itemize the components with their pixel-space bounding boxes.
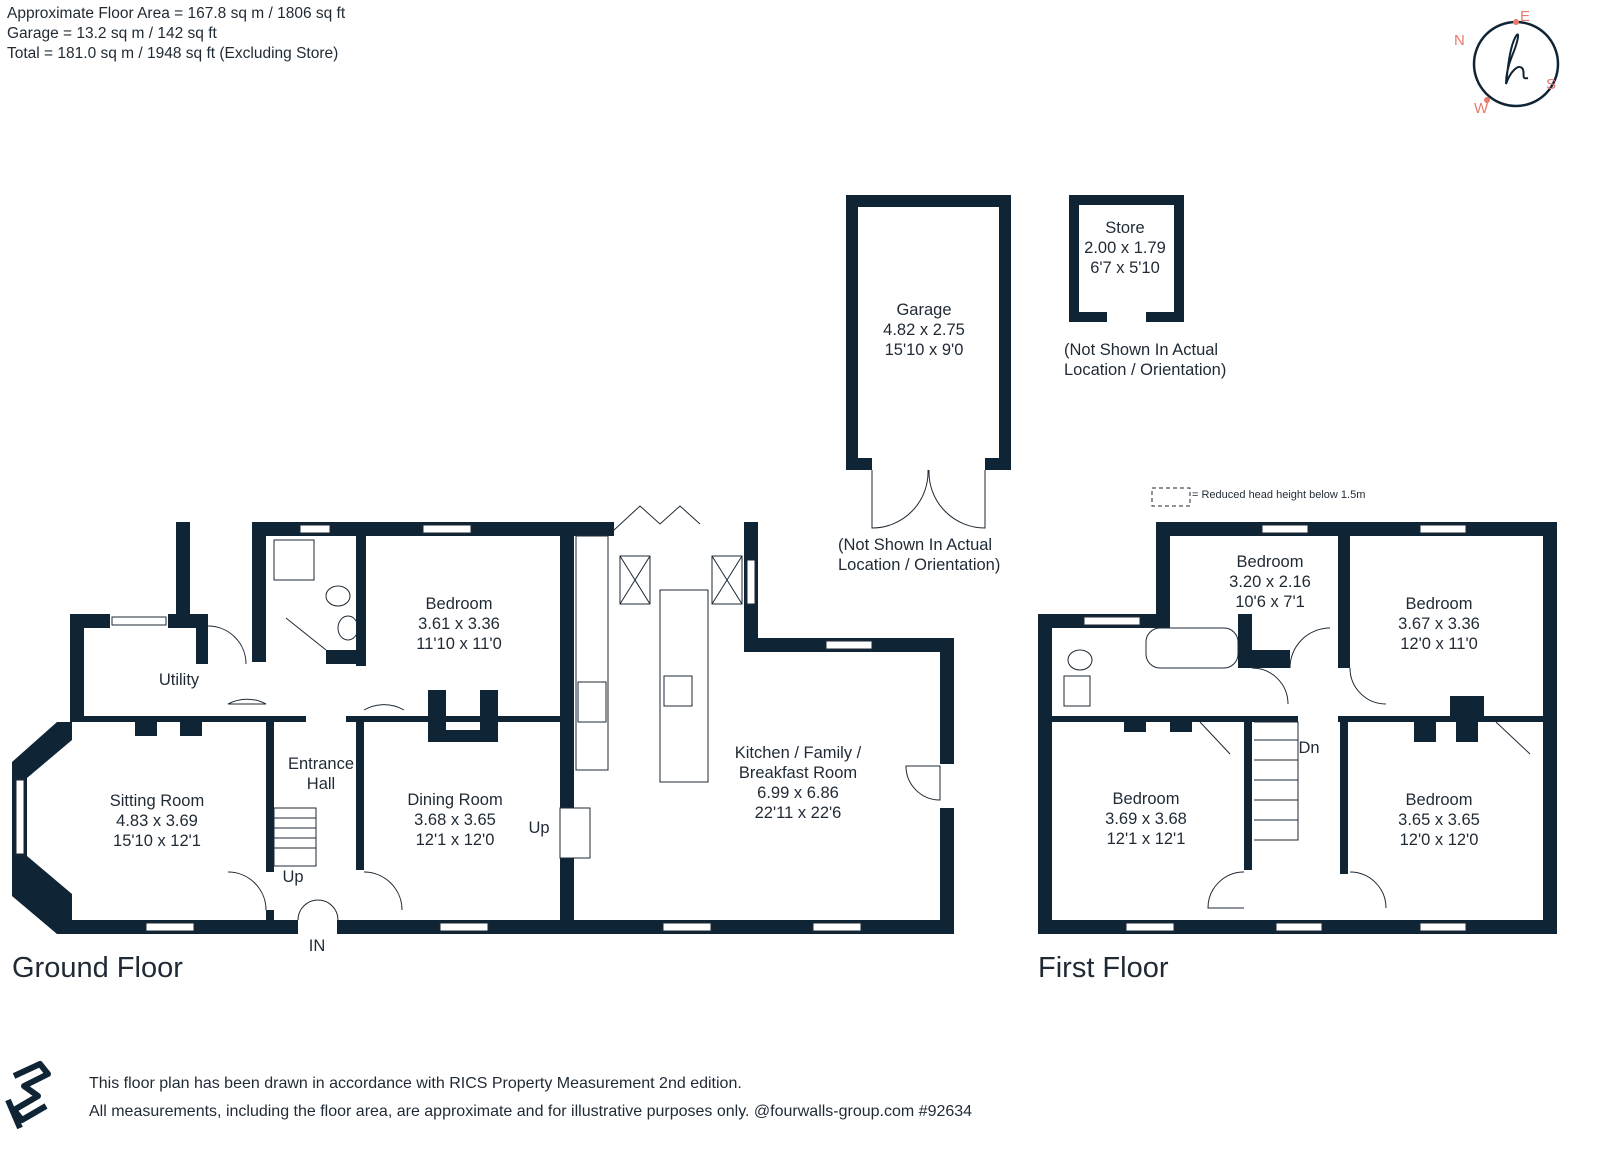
garage-name: Garage: [896, 301, 952, 319]
area-summary: Approximate Floor Area = 167.8 sq m / 18…: [7, 4, 345, 64]
footer-line-1: This floor plan has been drawn in accord…: [89, 1075, 742, 1092]
compass-w: W: [1474, 100, 1489, 117]
utility-label: Utility: [158, 671, 200, 689]
total-area-text: Total = 181.0 sq m / 1948 sq ft (Excludi…: [7, 45, 339, 62]
reduced-height-legend: = Reduced head height below 1.5m: [1192, 489, 1366, 501]
compass-logo: N E S W: [1448, 6, 1568, 117]
first-bedroom-br-label: Bedroom 3.65 x 3.65 12'0 x 12'0: [1398, 791, 1480, 849]
floor-area-text: Approximate Floor Area = 167.8 sq m / 18…: [7, 5, 346, 22]
garage-metric: 4.82 x 2.75: [883, 321, 965, 339]
dining-room-label: Dining Room 3.68 x 3.65 12'1 x 12'0: [407, 791, 503, 849]
ground-floor-title: Ground Floor: [12, 952, 183, 984]
first-floor-title: First Floor: [1038, 952, 1169, 984]
ground-bedroom-label: Bedroom 3.61 x 3.36 11'10 x 11'0: [416, 595, 502, 653]
footer-line-2: All measurements, including the floor ar…: [89, 1103, 973, 1120]
fourwalls-logo: [5, 1061, 51, 1130]
compass-n: N: [1454, 32, 1465, 49]
ground-floor-walls: [12, 505, 954, 934]
store-metric: 2.00 x 1.79: [1084, 239, 1166, 257]
up-label-entrance: Up: [282, 868, 304, 886]
first-floor-walls: [1038, 487, 1557, 934]
entry-label: IN: [308, 937, 326, 955]
garage-walls: [846, 195, 1011, 529]
up-label-kitchen: Up: [528, 819, 550, 837]
first-bedroom-tr-label: Bedroom 3.67 x 3.36 12'0 x 11'0: [1398, 595, 1480, 653]
sitting-room-label: Sitting Room 4.83 x 3.69 15'10 x 12'1: [109, 792, 205, 850]
kitchen-label: Kitchen / Family / Breakfast Room 6.99 x…: [734, 744, 862, 822]
store-imperial: 6'7 x 5'10: [1090, 259, 1160, 277]
first-bedroom-small-label: Bedroom 3.20 x 2.16 10'6 x 7'1: [1229, 553, 1311, 611]
store-label: Store 2.00 x 1.79 6'7 x 5'10: [1084, 218, 1166, 278]
first-bedroom-bl-label: Bedroom 3.69 x 3.68 12'1 x 12'1: [1105, 790, 1187, 848]
store-walls: [1069, 195, 1184, 322]
store-note: (Not Shown In Actual Location / Orientat…: [1064, 341, 1227, 379]
entrance-hall-label: Entrance Hall: [287, 755, 355, 793]
garage-area-text: Garage = 13.2 sq m / 142 sq ft: [7, 25, 217, 42]
store-name: Store: [1105, 219, 1145, 237]
garage-imperial: 15'10 x 9'0: [884, 341, 964, 359]
compass-s: S: [1546, 76, 1557, 93]
compass-e: E: [1520, 8, 1531, 25]
garage-note: (Not Shown In Actual Location / Orientat…: [838, 536, 1001, 574]
down-label: Dn: [1298, 739, 1320, 757]
garage-label: Garage 4.82 x 2.75 15'10 x 9'0: [883, 300, 965, 360]
